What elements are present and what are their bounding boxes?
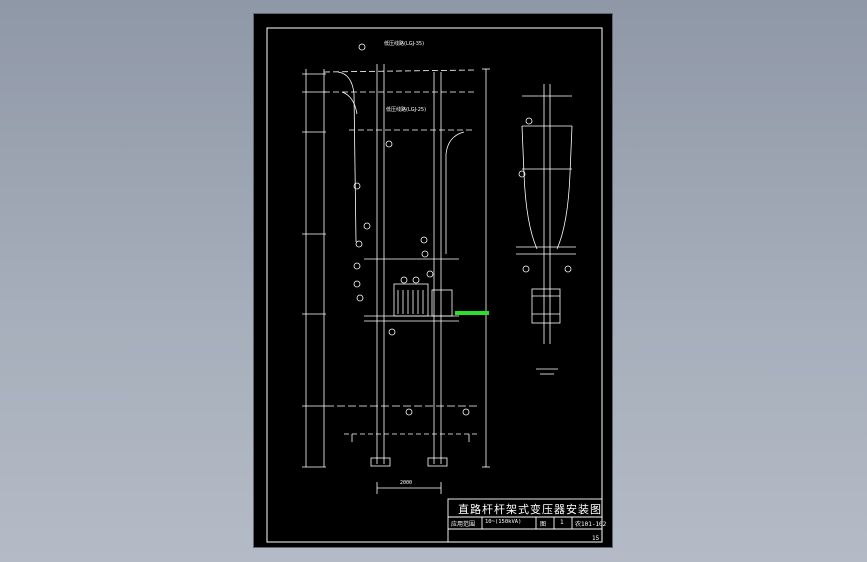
side-view xyxy=(516,84,576,375)
scale-value: 1 xyxy=(560,519,564,526)
elevation-view xyxy=(302,43,490,494)
inner-border xyxy=(266,27,603,543)
title-block-left-label: 应用范围 xyxy=(451,521,476,528)
title-block-sheet-label: 图 xyxy=(540,521,547,528)
highlight-marker xyxy=(455,311,489,315)
cad-drawing xyxy=(266,27,603,543)
callout-mid: 低压线路(LGJ-25) xyxy=(386,107,427,113)
pole-spacing-dimension: 2000 xyxy=(400,480,413,486)
title-block-mid: 10~(150kVA) xyxy=(485,519,522,525)
drawing-title: 直路杆杆架式变压器安装图 xyxy=(458,503,602,516)
callout-top: 低压线路(LGJ-35) xyxy=(384,41,425,47)
drawing-number: 农101-102 xyxy=(575,521,607,528)
drawing-sheet: 直路杆杆架式变压器安装图 应用范围 10~(150kVA) 图 1 农101-1… xyxy=(253,13,613,548)
page-number: 15 xyxy=(592,535,600,542)
title-block xyxy=(447,498,603,543)
